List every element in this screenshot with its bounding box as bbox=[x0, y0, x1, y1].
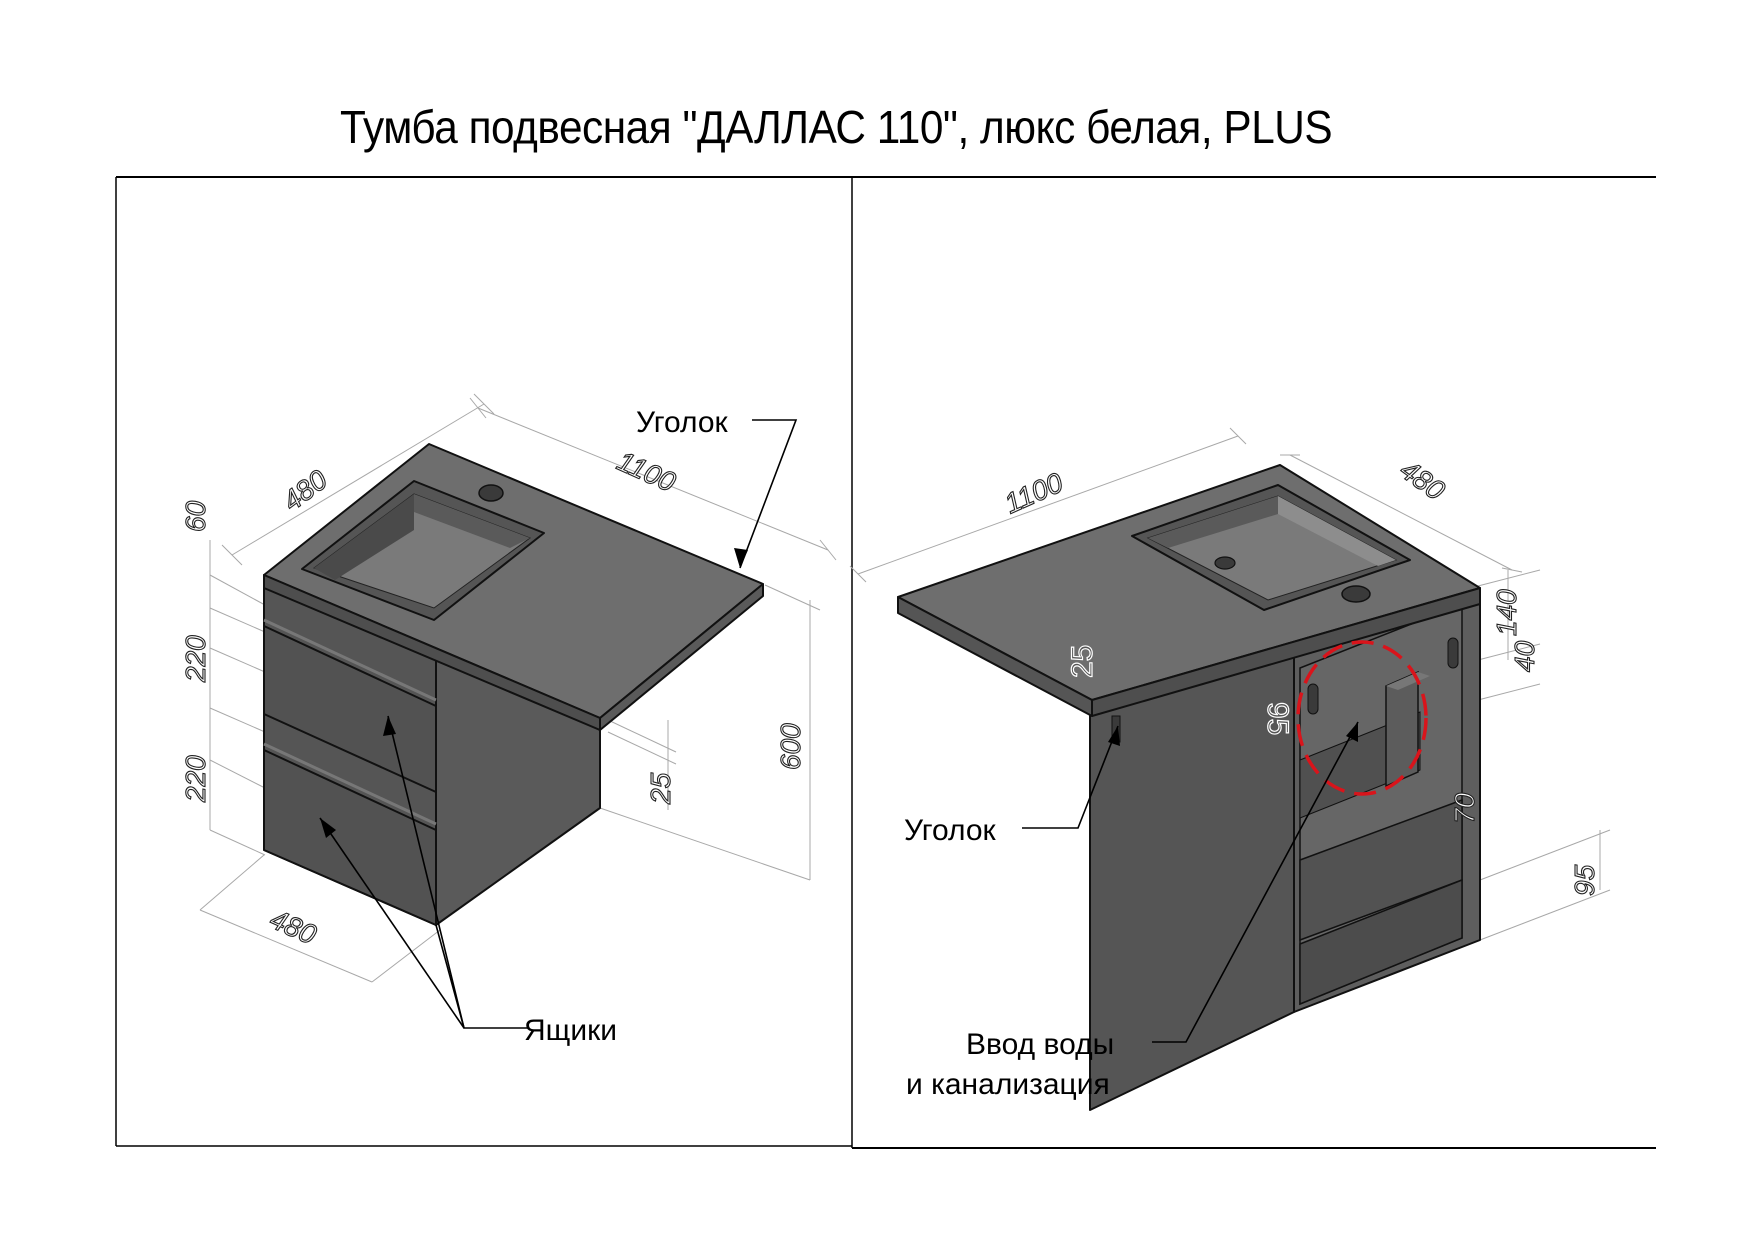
dim-bracket-offset: 40 bbox=[1509, 640, 1540, 672]
dim-depth-bottom: 480 bbox=[266, 903, 322, 950]
callout-inlet-line2: и канализация bbox=[906, 1068, 1110, 1101]
callout-corner-left: Уголок bbox=[636, 406, 729, 439]
dim-right-cutout-top: 95 bbox=[1261, 702, 1294, 735]
bracket-icon bbox=[1447, 637, 1459, 669]
bracket-icon bbox=[1307, 683, 1319, 715]
right-leaders bbox=[1022, 721, 1359, 1043]
drain-icon bbox=[1214, 556, 1236, 570]
drawing-title: Тумба подвесная "ДАЛЛАС 110", люкс белая… bbox=[340, 101, 1333, 153]
dim-rear-panel-height: 140 bbox=[1491, 589, 1522, 636]
left-tap-hole-icon bbox=[478, 484, 504, 502]
arrowhead-icon bbox=[383, 716, 396, 736]
left-isometric-view: Уголок Ящики 480 1100 60 220 220 600 25 … bbox=[179, 393, 837, 1047]
arrowhead-icon bbox=[734, 548, 748, 568]
right-countertop-side bbox=[1091, 587, 1481, 717]
dim-right-width-top: 1100 bbox=[1000, 466, 1068, 519]
dim-overall-height: 600 bbox=[775, 723, 806, 770]
left-countertop-side bbox=[599, 583, 764, 731]
right-isometric-view: Уголок Ввод воды и канализация 1100 480 … bbox=[849, 427, 1611, 1111]
dim-depth-top: 480 bbox=[277, 464, 333, 517]
arrowhead-icon bbox=[320, 818, 336, 838]
drawing-frame bbox=[115, 176, 1656, 1149]
dim-drawer-lower: 220 bbox=[180, 755, 211, 803]
right-tap-hole-icon bbox=[1341, 585, 1371, 603]
dim-countertop-thickness: 25 bbox=[645, 772, 676, 805]
callout-corner-right: Уголок bbox=[904, 814, 997, 847]
callout-drawers: Ящики bbox=[524, 1014, 617, 1047]
arrowhead-icon bbox=[1346, 722, 1358, 742]
callout-inlet-line1: Ввод воды bbox=[966, 1028, 1114, 1061]
dim-right-countertop-thickness: 25 bbox=[1066, 645, 1099, 678]
left-dimension-lines bbox=[199, 393, 837, 983]
arrowhead-icon bbox=[1108, 726, 1120, 746]
inlet-highlight-circle bbox=[1296, 640, 1428, 796]
dim-width-top: 1100 bbox=[613, 445, 681, 498]
left-drawer-upper bbox=[263, 625, 437, 793]
dim-right-depth-top: 480 bbox=[1394, 454, 1450, 507]
right-dimension-lines bbox=[849, 427, 1611, 941]
dim-plinth-height: 95 bbox=[1569, 864, 1600, 896]
dim-drawer-upper: 220 bbox=[180, 635, 211, 683]
right-inner-panel bbox=[1385, 670, 1419, 788]
left-leaders bbox=[319, 419, 798, 1029]
dim-cutout-bottom-gap: 70 bbox=[1449, 792, 1480, 824]
dim-countertop-height: 60 bbox=[180, 500, 211, 532]
